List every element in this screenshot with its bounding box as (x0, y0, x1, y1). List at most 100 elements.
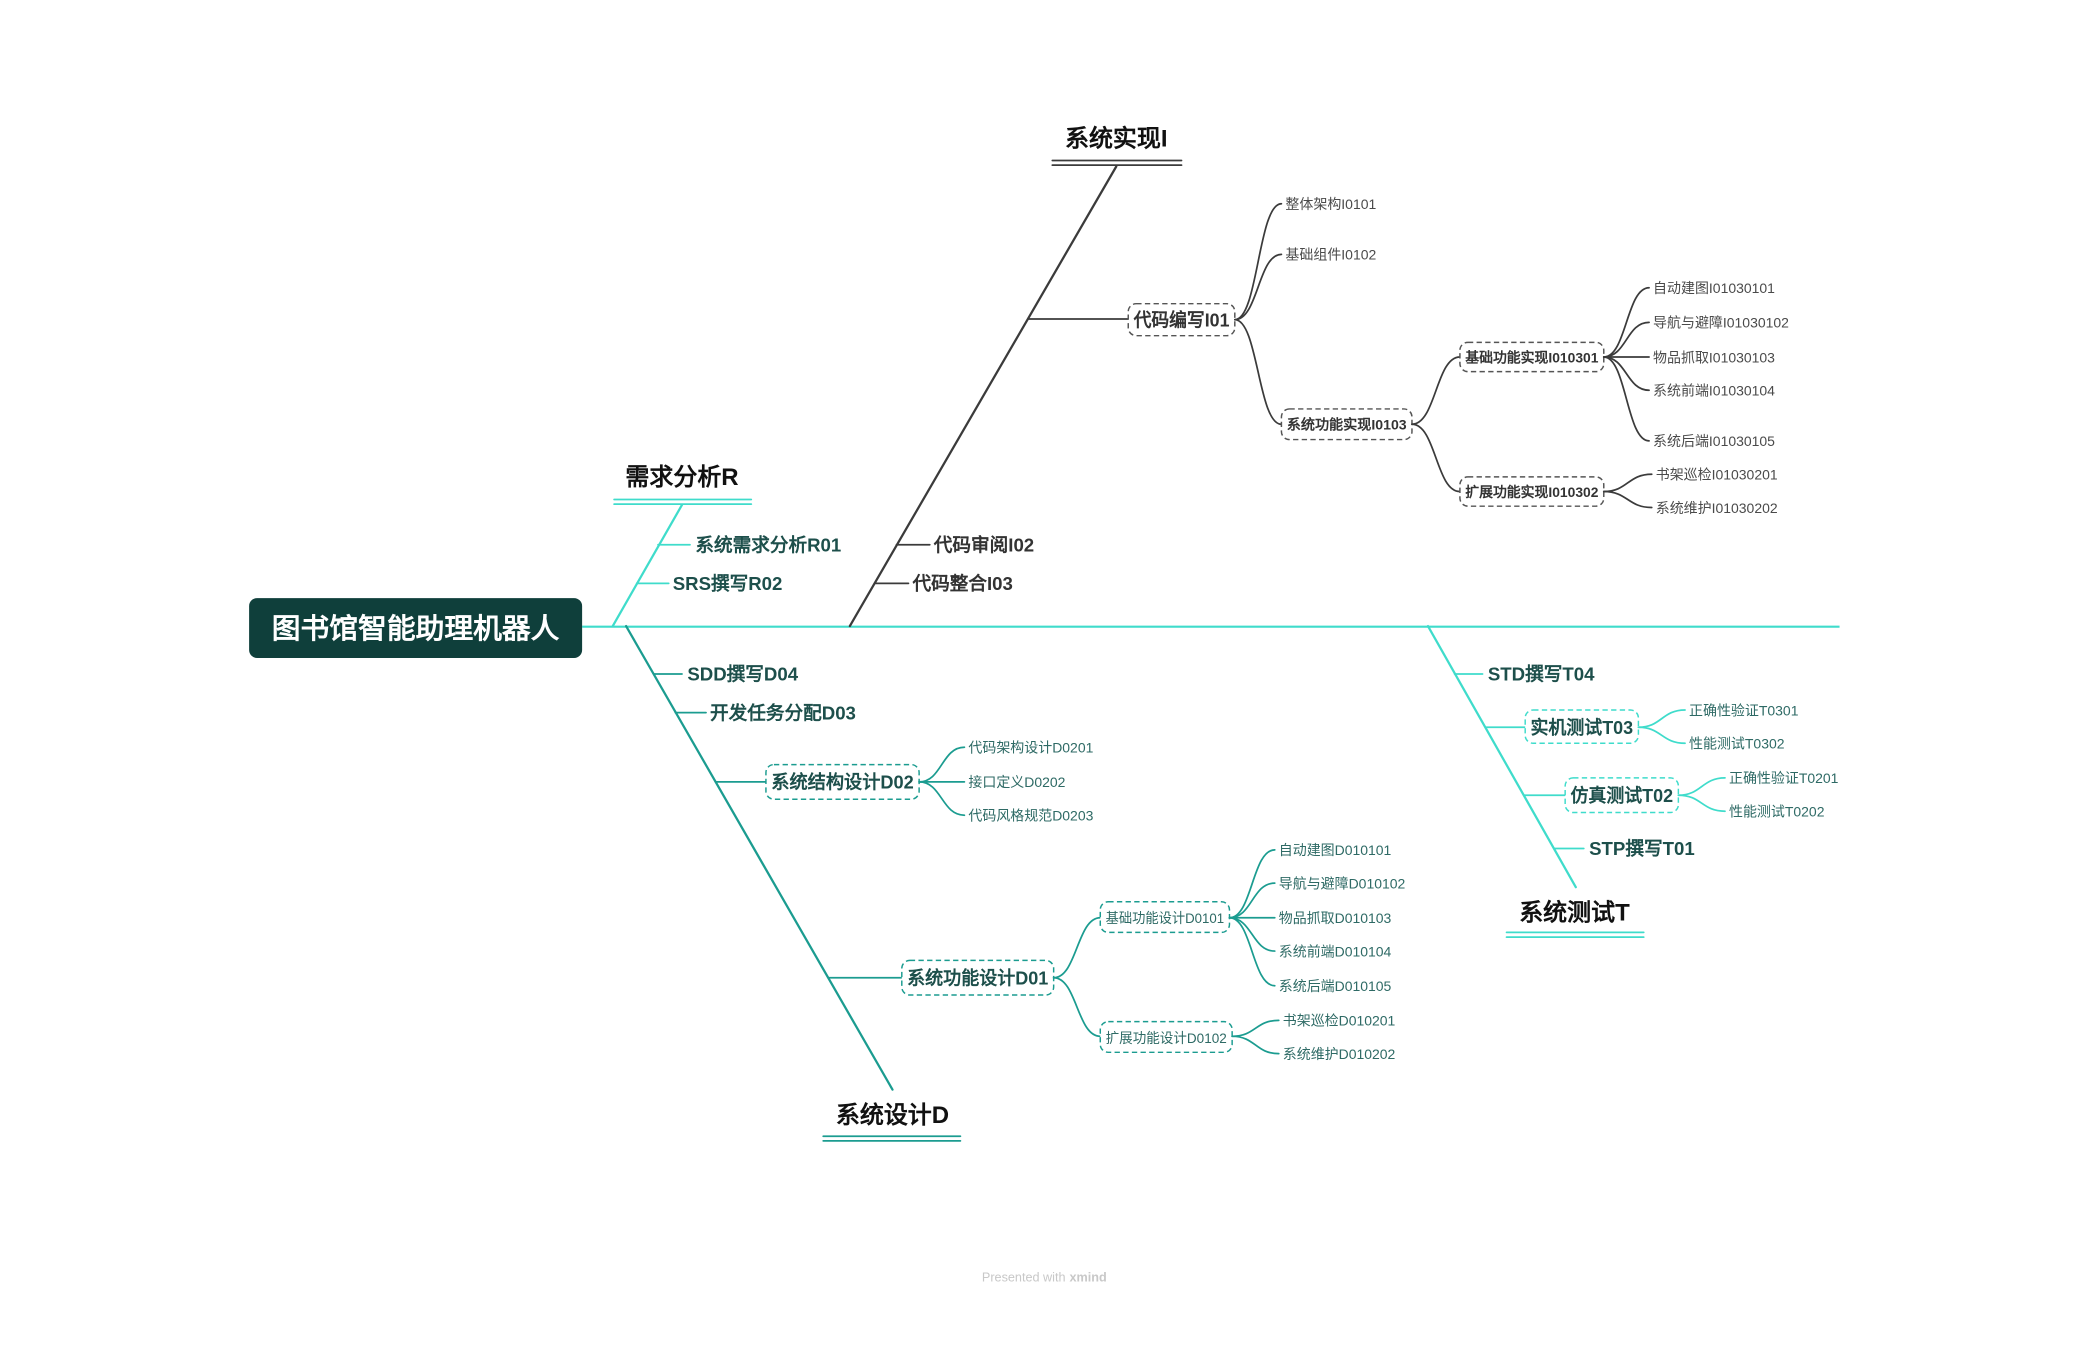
topic-code-writing[interactable]: 代码编写I01 (1127, 302, 1236, 337)
design-title-topic[interactable]: 系统设计D (822, 1101, 962, 1142)
topic-label: 系统功能实现I0103 (1287, 417, 1407, 433)
connector-line (1233, 253, 1283, 321)
branch-diagonal-line (611, 503, 684, 628)
presented-with-xmind-link[interactable]: Presented with xmind (982, 1270, 1107, 1284)
topic-box (1564, 777, 1680, 814)
connector-line (1411, 356, 1461, 426)
topic-label[interactable]: SDD撰写D04 (687, 664, 798, 685)
topic-label[interactable]: 书架巡检I01030201 (1656, 467, 1778, 483)
connector-line (1602, 321, 1650, 358)
footer-prefix: Presented with (982, 1270, 1066, 1284)
connector-line (1637, 726, 1686, 745)
topic-label[interactable]: 性能测试T0202 (1729, 804, 1825, 820)
topic-label[interactable]: 系统维护D010202 (1283, 1046, 1396, 1062)
branch-diagonal-line (848, 165, 1118, 628)
connector-line (1052, 976, 1102, 1038)
branch-title-label: 系统测试T (1519, 898, 1630, 926)
topic-label[interactable]: 正确性验证T0301 (1689, 702, 1799, 718)
topic-box (1459, 476, 1605, 507)
topic-label: 基础功能实现I010301 (1465, 349, 1598, 365)
topic-label[interactable]: SRS撰写R02 (673, 573, 783, 594)
topic-box (1459, 341, 1605, 373)
topic-label[interactable]: 整体架构I0101 (1285, 196, 1376, 212)
topic-label[interactable]: 接口定义D0202 (968, 774, 1065, 790)
topic-label[interactable]: 代码整合I03 (911, 573, 1012, 594)
topic-extended-feature-implementation[interactable]: 扩展功能实现I010302 (1459, 476, 1605, 507)
topic-label[interactable]: 系统需求分析R01 (695, 534, 841, 555)
branch-diagonal-line (624, 624, 894, 1091)
topic-label[interactable]: STD撰写T04 (1488, 664, 1595, 685)
topic-label[interactable]: 物品抓取D010103 (1279, 910, 1392, 926)
branch-diagonal-line (1426, 624, 1577, 889)
connector-line (1602, 356, 1650, 442)
topic-real-device-testing[interactable]: 实机测试T03 (1524, 709, 1640, 745)
topic-label: 扩展功能设计D0102 (1106, 1030, 1227, 1046)
branch-implementation: 系统实现I 代码编写I01 整体架构I0101 基础组件I0102 系统功能实现… (848, 125, 1789, 628)
connector-line (1228, 916, 1276, 987)
topic-box (1524, 709, 1640, 745)
branch-title-label: 系统实现I (1065, 125, 1168, 153)
topic-label[interactable]: 代码审阅I02 (933, 534, 1034, 555)
topic-label: 扩展功能实现I010302 (1465, 484, 1598, 500)
topic-label[interactable]: STP撰写T01 (1589, 838, 1695, 859)
topic-label[interactable]: 代码架构设计D0201 (968, 740, 1093, 756)
root-topic[interactable]: 图书馆智能助理机器人 (249, 598, 583, 659)
branch-testing: STD撰写T04 实机测试T03 正确性验证T0301 性能测试T0302 仿真… (1426, 624, 1839, 938)
topic-system-structure-design[interactable]: 系统结构设计D02 (765, 763, 920, 800)
xmind-brand: xmind (1070, 1270, 1107, 1284)
topic-label: 系统结构设计D02 (771, 772, 914, 793)
connector-line (1233, 318, 1283, 426)
branch-requirements: 需求分析R 系统需求分析R01 SRS撰写R02 (611, 464, 841, 628)
topic-label: 实机测试T03 (1531, 717, 1634, 738)
topic-label[interactable]: 物品抓取I01030103 (1653, 349, 1775, 365)
topic-label[interactable]: 系统前端I01030104 (1653, 383, 1775, 399)
topic-label: 代码编写I01 (1133, 309, 1230, 330)
topic-basic-feature-implementation[interactable]: 基础功能实现I010301 (1459, 341, 1605, 373)
implementation-title-topic[interactable]: 系统实现I (1051, 125, 1183, 167)
topic-simulation-testing[interactable]: 仿真测试T02 (1564, 777, 1680, 814)
topic-label[interactable]: 系统维护I01030202 (1656, 500, 1778, 516)
branch-design: SDD撰写D04 开发任务分配D03 系统结构设计D02 代码架构设计D0201… (624, 624, 1406, 1142)
connector-line (1228, 882, 1276, 919)
topic-box (1099, 1020, 1233, 1054)
connector-line (918, 746, 966, 783)
testing-title-topic[interactable]: 系统测试T (1505, 898, 1645, 938)
connector-line (1411, 423, 1461, 493)
branch-title-label: 系统设计D (836, 1101, 949, 1129)
requirements-title-topic[interactable]: 需求分析R (613, 464, 753, 506)
connector-line (1052, 916, 1102, 979)
topic-system-feature-implementation[interactable]: 系统功能实现I0103 (1280, 408, 1413, 441)
topic-label[interactable]: 自动建图D010101 (1279, 842, 1392, 858)
topic-label: 仿真测试T02 (1570, 785, 1673, 806)
connector-line (1231, 1035, 1280, 1055)
topic-label[interactable]: 性能测试T0302 (1689, 736, 1785, 752)
topic-label: 基础功能设计D0101 (1106, 910, 1225, 926)
connector-line (1228, 848, 1276, 919)
topic-label[interactable]: 基础组件I0102 (1285, 247, 1376, 263)
connector-line (1602, 286, 1650, 358)
topic-label: 系统功能设计D01 (907, 967, 1048, 988)
topic-basic-function-design[interactable]: 基础功能设计D0101 (1099, 901, 1231, 934)
topic-label[interactable]: 导航与避障D010102 (1279, 875, 1406, 891)
connector-line (918, 781, 966, 817)
topic-box (1127, 302, 1236, 337)
topic-label[interactable]: 开发任务分配D03 (710, 702, 856, 723)
topic-label[interactable]: 正确性验证T0201 (1729, 770, 1839, 786)
connector-line (1602, 473, 1653, 493)
topic-label[interactable]: 自动建图I01030101 (1653, 280, 1775, 296)
root-topic-label: 图书馆智能助理机器人 (272, 612, 560, 644)
branch-title-label: 需求分析R (625, 464, 738, 491)
connector-line (1602, 490, 1653, 509)
topic-label[interactable]: 系统后端D010105 (1279, 978, 1392, 994)
topic-extended-function-design[interactable]: 扩展功能设计D0102 (1099, 1020, 1233, 1054)
topic-label[interactable]: 代码风格规范D0203 (968, 808, 1093, 824)
root-topic-box (249, 598, 583, 659)
connector-line (1233, 202, 1283, 321)
topic-label[interactable]: 系统前端D010104 (1279, 943, 1392, 959)
topic-system-function-design[interactable]: 系统功能设计D01 (901, 959, 1055, 996)
topic-label[interactable]: 导航与避障I01030102 (1653, 315, 1789, 331)
topic-label[interactable]: 书架巡检D010201 (1283, 1013, 1396, 1029)
topic-label[interactable]: 系统后端I01030105 (1653, 433, 1775, 449)
